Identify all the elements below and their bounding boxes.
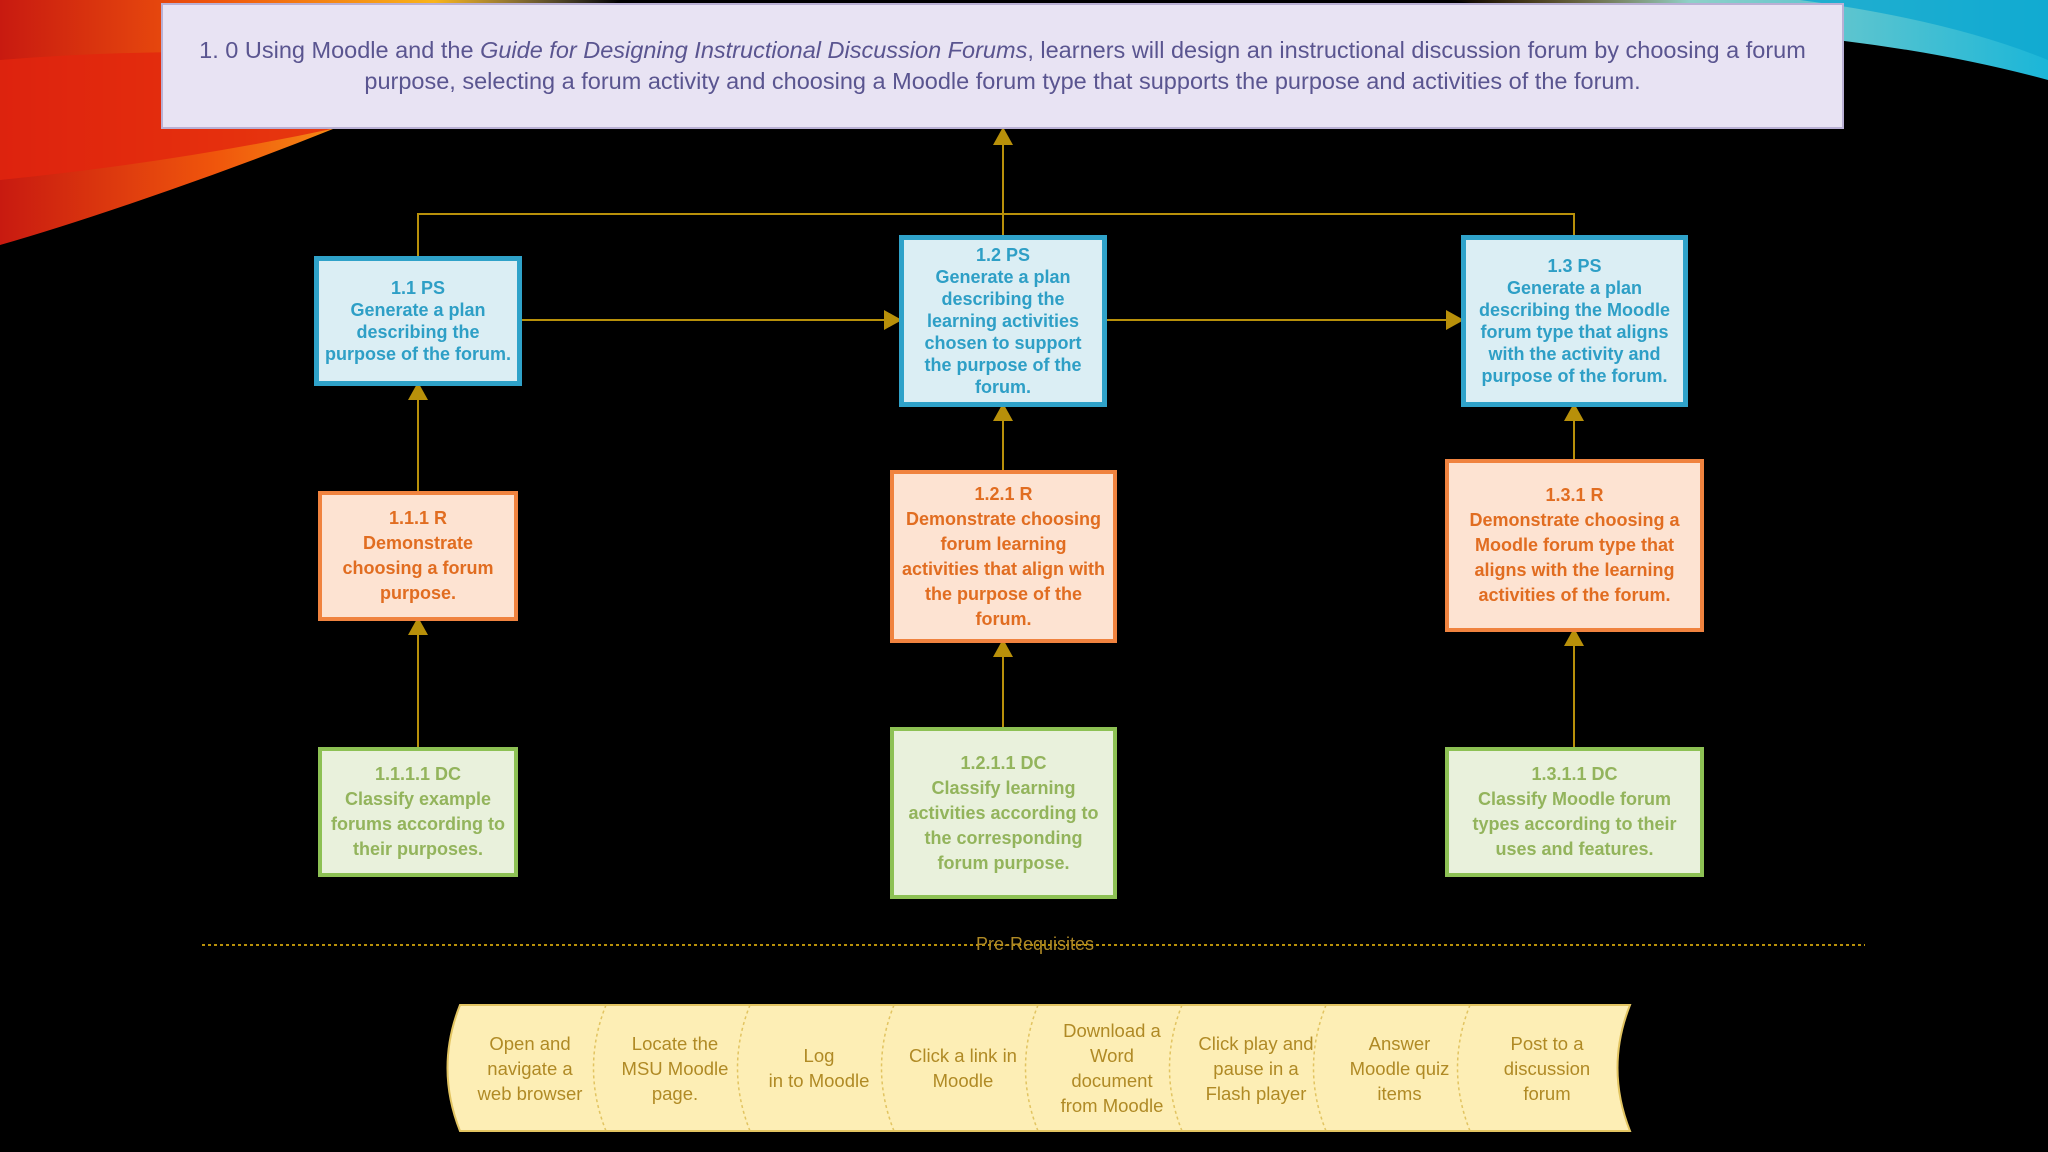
- dc-node-1-1-1-1: 1.1.1.1 DC Classify example forums accor…: [318, 747, 518, 877]
- prerequisite-item: Locate the MSU Moodle page.: [621, 1032, 729, 1104]
- prerequisite-band: [446, 1004, 1632, 1132]
- goal-prefix: 1. 0 Using Moodle and the: [199, 37, 481, 63]
- node-id: 1.3 PS: [1547, 256, 1602, 276]
- ps-node-1-1: 1.1 PS Generate a plan describing the pu…: [314, 256, 522, 386]
- node-text: Generate a plan describing the Moodle fo…: [1478, 278, 1670, 386]
- connector-bus: [417, 213, 1575, 256]
- terminal-objective: 1. 0 Using Moodle and the Guide for Desi…: [161, 3, 1844, 129]
- node-text: Generate a plan describing the purpose o…: [325, 300, 511, 364]
- node-text: Classify Moodle forum types according to…: [1472, 789, 1677, 859]
- prerequisite-item: Click play and pause in a Flash player: [1198, 1032, 1314, 1104]
- ps-node-1-3: 1.3 PS Generate a plan describing the Mo…: [1461, 235, 1688, 407]
- r-node-1-3-1: 1.3.1 R Demonstrate choosing a Moodle fo…: [1445, 459, 1704, 632]
- node-id: 1.2.1.1 DC: [960, 752, 1047, 773]
- prerequisite-item: Post to a discussion forum: [1503, 1032, 1591, 1104]
- node-text: Classify example forums according to the…: [330, 789, 505, 859]
- node-id: 1.1 PS: [390, 278, 446, 298]
- node-id: 1.2 PS: [975, 245, 1031, 265]
- node-id: 1.3.1 R: [1545, 485, 1604, 505]
- goal-suffix: , learners will design an instructional …: [364, 37, 1806, 94]
- prerequisite-item: Download a Word document from Moodle: [1060, 1020, 1164, 1116]
- node-text: Classify learning activities according t…: [908, 777, 1099, 873]
- prerequisites-label: Pre-Requisites: [975, 934, 1095, 954]
- prerequisite-item: Answer Moodle quiz items: [1349, 1032, 1450, 1104]
- node-id: 1.2.1 R: [974, 483, 1033, 504]
- dc-node-1-2-1-1: 1.2.1.1 DC Classify learning activities …: [890, 727, 1117, 899]
- ps-node-1-2: 1.2 PS Generate a plan describing the le…: [899, 235, 1107, 407]
- node-text: Demonstrate choosing forum learning acti…: [901, 508, 1106, 629]
- node-id: 1.1.1 R: [388, 508, 448, 528]
- node-text: Generate a plan describing the learning …: [924, 267, 1082, 397]
- node-id: 1.1.1.1 DC: [374, 764, 462, 784]
- r-node-1-1-1: 1.1.1 R Demonstrate choosing a forum pur…: [318, 491, 518, 621]
- r-node-1-2-1: 1.2.1 R Demonstrate choosing forum learn…: [890, 470, 1117, 643]
- node-id: 1.3.1.1 DC: [1531, 764, 1618, 784]
- node-text: Demonstrate choosing a forum purpose.: [342, 533, 494, 603]
- prerequisite-item: Open and navigate a web browser: [477, 1032, 583, 1104]
- guide-title: Guide for Designing Instructional Discus…: [480, 37, 1028, 63]
- prerequisite-item: Log in to Moodle: [768, 1045, 870, 1091]
- dc-node-1-3-1-1: 1.3.1.1 DC Classify Moodle forum types a…: [1445, 747, 1704, 877]
- prerequisite-item: Click a link in Moodle: [909, 1045, 1017, 1091]
- node-text: Demonstrate choosing a Moodle forum type…: [1469, 510, 1680, 605]
